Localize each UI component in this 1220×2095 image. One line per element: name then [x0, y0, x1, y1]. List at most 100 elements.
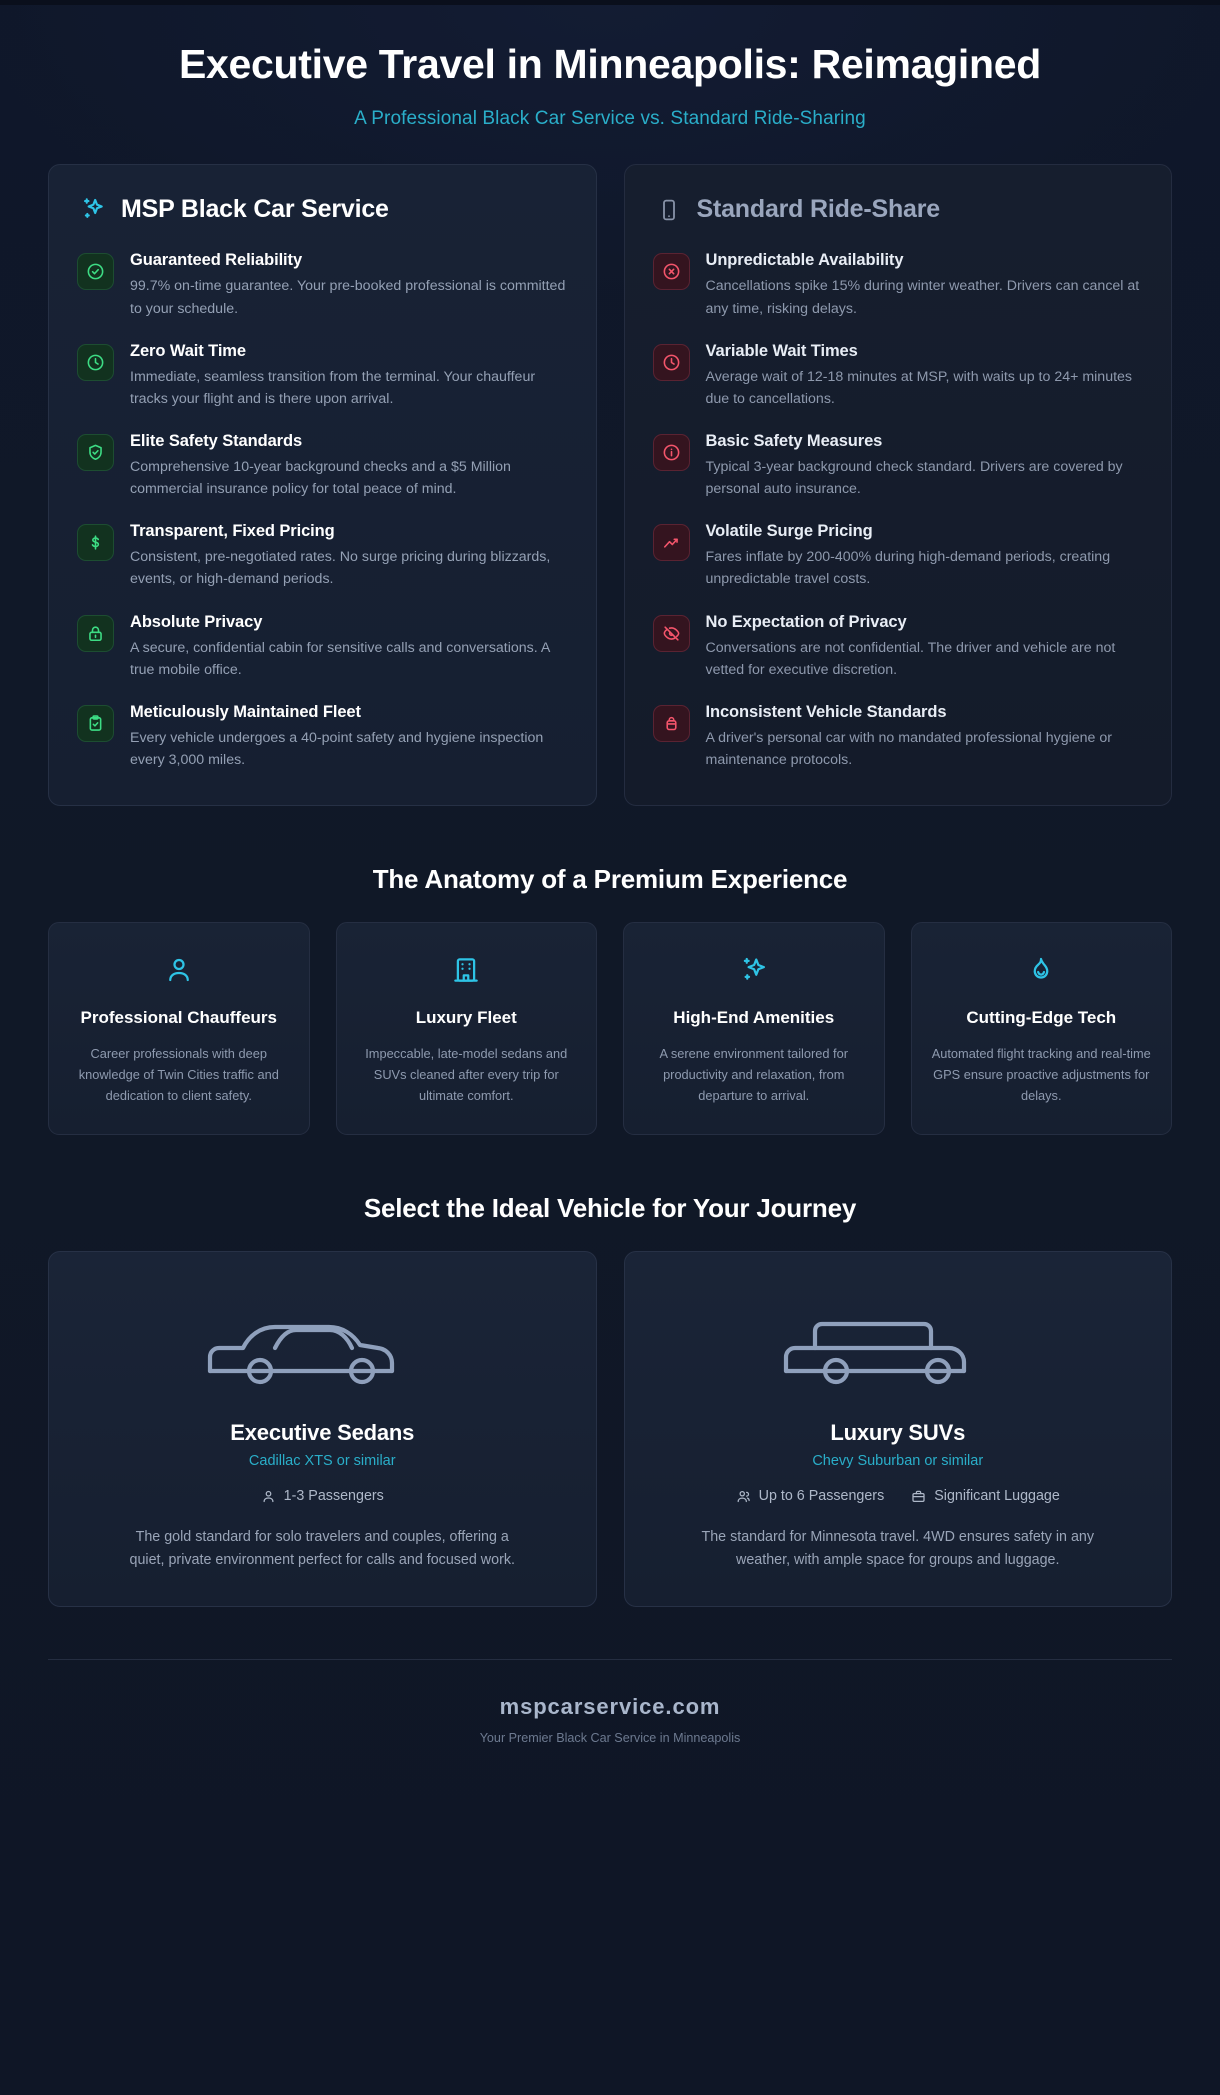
user-icon	[261, 1489, 276, 1504]
comparison-item-title: Volatile Surge Pricing	[705, 522, 873, 541]
vehicle-desc: The standard for Minnesota travel. 4WD e…	[701, 1529, 1095, 1568]
comparison-item-desc: Every vehicle undergoes a 40-point safet…	[130, 729, 544, 769]
comparison-card-title: MSP Black Car Service	[121, 195, 389, 224]
comparison-item: Zero Wait Time Immediate, seamless trans…	[77, 342, 568, 410]
vehicle-badges: Up to 6 Passengers Significant Luggage	[655, 1488, 1142, 1504]
vehicle-badges: 1-3 Passengers	[79, 1488, 566, 1504]
clipboard-check-icon	[77, 704, 114, 742]
badge-label: 1-3 Passengers	[283, 1488, 384, 1505]
footer-tagline: Your Premier Black Car Service in Minnea…	[479, 1730, 741, 1745]
clock-icon	[77, 343, 114, 381]
vehicle-desc: The gold standard for solo travelers and…	[129, 1529, 515, 1568]
smartphone-icon	[655, 195, 684, 224]
comparison-item-desc: Fares inflate by 200-400% during high-de…	[705, 549, 1111, 588]
sparkles-icon	[644, 953, 864, 987]
badge-label: Up to 6 Passengers	[758, 1488, 885, 1505]
page-subtitle: A Professional Black Car Service vs. Sta…	[354, 108, 866, 130]
dollar-icon	[77, 524, 114, 562]
car-seat-icon	[652, 704, 690, 742]
comparison-item: Variable Wait Times Average wait of 12-1…	[652, 341, 1144, 410]
comparison-item-desc: Comprehensive 10-year background checks …	[130, 459, 511, 498]
comparison-item-desc: Immediate, seamless transition from the …	[130, 368, 536, 407]
comparison-item: Guaranteed Reliability 99.7% on-time gua…	[77, 251, 568, 319]
hero-section: Executive Travel in Minneapolis: Reimagi…	[48, 28, 1172, 164]
vehicle-card-suv: Luxury SUVs Chevy Suburban or similar Up…	[623, 1251, 1172, 1607]
feature-card: Professional Chauffeurs Career professio…	[48, 922, 310, 1136]
shield-check-icon	[77, 434, 114, 471]
comparison-card-title: Standard Ride-Share	[696, 195, 941, 224]
feature-card: Luxury Fleet Impeccable, late-model seda…	[335, 922, 597, 1136]
comparison-item-desc: Average wait of 12-18 minutes at MSP, wi…	[705, 368, 1133, 407]
comparison-card-header: MSP Black Car Service	[77, 195, 568, 224]
check-circle-icon	[77, 253, 114, 291]
comparison-item-desc: A driver's personal car with no mandated…	[705, 729, 1113, 769]
comparison-item-desc: Conversations are not confidential. The …	[705, 639, 1116, 678]
comparison-item-title: Guaranteed Reliability	[130, 251, 303, 270]
comparison-item-title: Zero Wait Time	[130, 341, 246, 360]
comparison-item-title: Elite Safety Standards	[130, 432, 303, 450]
comparison-item: Transparent, Fixed Pricing Consistent, p…	[77, 522, 568, 590]
vehicle-name: Luxury SUVs	[830, 1420, 966, 1446]
comparison-item-title: Transparent, Fixed Pricing	[130, 522, 335, 541]
feature-card: Cutting-Edge Tech Automated flight track…	[910, 922, 1172, 1136]
anatomy-section-title: The Anatomy of a Premium Experience	[372, 864, 848, 895]
status-badge: Significant Luggage	[911, 1488, 1060, 1504]
comparison-item: Inconsistent Vehicle Standards A driver'…	[652, 702, 1144, 771]
comparison-item: Elite Safety Standards Comprehensive 10-…	[77, 432, 568, 500]
footer-divider	[48, 1658, 1172, 1660]
feature-card-title: Cutting-Edge Tech	[966, 1008, 1117, 1028]
comparison-item-desc: 99.7% on-time guarantee. Your pre-booked…	[130, 278, 566, 317]
comparison-item: No Expectation of Privacy Conversations …	[652, 612, 1144, 681]
footer-domain[interactable]: mspcarservice.com	[499, 1693, 721, 1719]
page-title: Executive Travel in Minneapolis: Reimagi…	[178, 41, 1042, 87]
vehicle-card-sedan: Executive Sedans Cadillac XTS or similar…	[48, 1251, 597, 1607]
comparison-item-title: Absolute Privacy	[130, 612, 263, 631]
building-icon	[357, 953, 577, 987]
comparison-item-title: No Expectation of Privacy	[705, 612, 907, 631]
comparison-item-title: Basic Safety Measures	[705, 432, 883, 450]
footer: mspcarservice.com Your Premier Black Car…	[48, 1660, 1172, 1787]
eye-off-icon	[652, 614, 690, 652]
feature-card-title: Professional Chauffeurs	[80, 1008, 278, 1028]
x-circle-icon	[652, 253, 690, 291]
comparison-item-desc: Cancellations spike 15% during winter we…	[705, 278, 1140, 317]
comparison-card-ride-share: Standard Ride-Share Unpredictable Availa…	[623, 164, 1172, 807]
comparison-item-desc: A secure, confidential cabin for sensiti…	[130, 639, 550, 678]
info-circle-icon	[652, 434, 690, 471]
sedan-silhouette-icon	[79, 1288, 566, 1398]
users-icon	[736, 1489, 751, 1504]
vehicle-cards: Executive Sedans Cadillac XTS or similar…	[48, 1251, 1172, 1607]
user-icon	[69, 953, 289, 987]
comparison-section: MSP Black Car Service Guaranteed Reliabi…	[48, 164, 1172, 807]
comparison-item: Unpredictable Availability Cancellations…	[652, 251, 1144, 319]
comparison-item-desc: Consistent, pre-negotiated rates. No sur…	[130, 549, 551, 588]
vehicle-name: Executive Sedans	[230, 1420, 415, 1446]
feature-card-desc: Impeccable, late-model sedans and SUVs c…	[365, 1046, 568, 1103]
sparkles-icon	[79, 195, 108, 224]
comparison-item-title: Unpredictable Availability	[705, 251, 904, 270]
comparison-item-title: Inconsistent Vehicle Standards	[705, 702, 947, 721]
comparison-item: Volatile Surge Pricing Fares inflate by …	[652, 522, 1144, 590]
feature-card-desc: A serene environment tailored for produc…	[659, 1046, 848, 1103]
feature-card-title: Luxury Fleet	[415, 1008, 517, 1028]
comparison-item-title: Variable Wait Times	[705, 341, 858, 360]
feature-card-desc: Automated flight tracking and real-time …	[931, 1046, 1151, 1103]
anatomy-cards: Professional Chauffeurs Career professio…	[48, 922, 1172, 1136]
suv-silhouette-icon	[655, 1288, 1142, 1398]
comparison-item: Basic Safety Measures Typical 3-year bac…	[652, 432, 1144, 500]
clock-icon	[652, 343, 690, 381]
trending-up-icon	[652, 524, 690, 562]
vehicle-model: Chevy Suburban or similar	[812, 1453, 984, 1470]
badge-label: Significant Luggage	[934, 1488, 1060, 1505]
comparison-item-desc: Typical 3-year background check standard…	[705, 459, 1123, 498]
comparison-card-black-car: MSP Black Car Service Guaranteed Reliabi…	[48, 164, 597, 807]
feature-card-title: High-End Amenities	[673, 1008, 835, 1028]
feature-card-desc: Career professionals with deep knowledge…	[78, 1046, 279, 1103]
comparison-card-header: Standard Ride-Share	[653, 195, 1144, 224]
status-badge: Up to 6 Passengers	[736, 1488, 885, 1505]
briefcase-icon	[911, 1489, 926, 1504]
lock-icon	[77, 614, 114, 652]
feature-card: High-End Amenities A serene environment …	[623, 922, 885, 1136]
comparison-item: Absolute Privacy A secure, confidential …	[77, 613, 568, 681]
